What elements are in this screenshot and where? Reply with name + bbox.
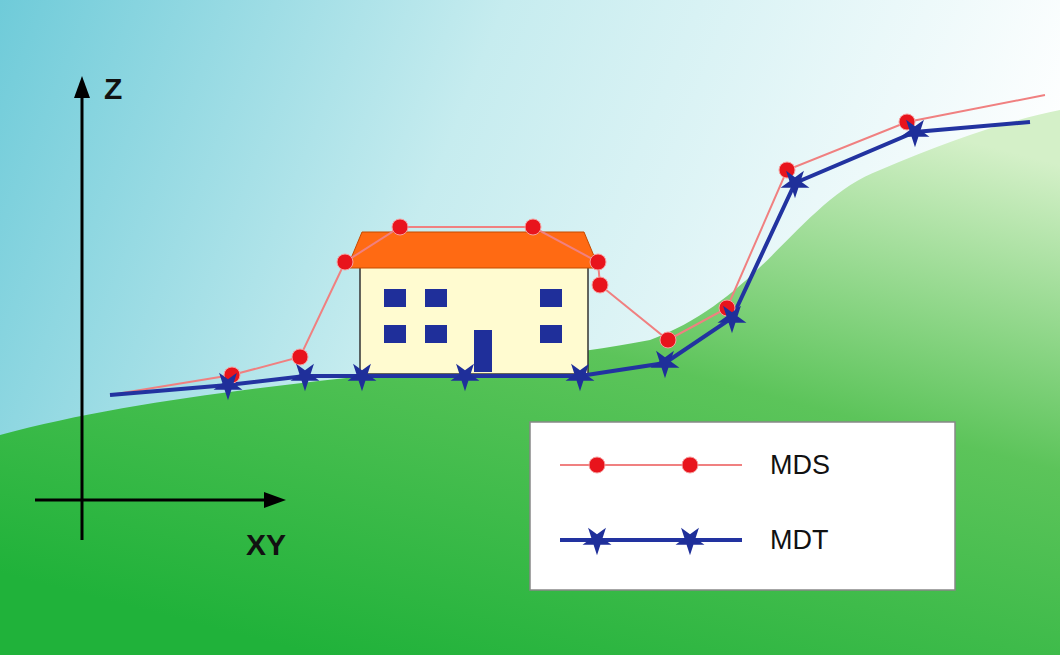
mdt-point — [566, 364, 595, 392]
mdt-point — [651, 351, 680, 379]
mds-points — [224, 114, 915, 383]
mds-profile — [110, 95, 1045, 395]
mdt-profile — [110, 122, 1030, 395]
mdt-point — [291, 364, 320, 392]
mds-point — [592, 277, 608, 293]
mds-point — [337, 254, 353, 270]
mdt-point — [583, 528, 612, 556]
mds-point — [590, 254, 606, 270]
axis-label: XY — [246, 530, 286, 560]
mds-point — [660, 332, 676, 348]
ground — [0, 110, 1060, 655]
mdt-point — [718, 306, 747, 334]
mdt-point — [214, 373, 243, 401]
legend-label: MDT — [770, 527, 828, 554]
mds-point — [292, 349, 308, 365]
mdt-points — [214, 120, 930, 401]
mdt-point — [781, 171, 810, 199]
axes — [35, 76, 286, 540]
legend-sample — [560, 465, 742, 540]
mds-point — [525, 219, 541, 235]
house — [347, 232, 599, 374]
axis-label: Z — [104, 74, 122, 104]
mds-point — [392, 219, 408, 235]
mdt-point — [901, 120, 930, 148]
legend-box — [530, 422, 955, 590]
legend-label: MDS — [770, 452, 830, 479]
mdt-point — [348, 364, 377, 392]
legend-markers — [583, 457, 705, 555]
mds-point — [589, 457, 605, 473]
mds-point — [682, 457, 698, 473]
mdt-point — [451, 364, 480, 392]
mdt-point — [676, 528, 705, 556]
